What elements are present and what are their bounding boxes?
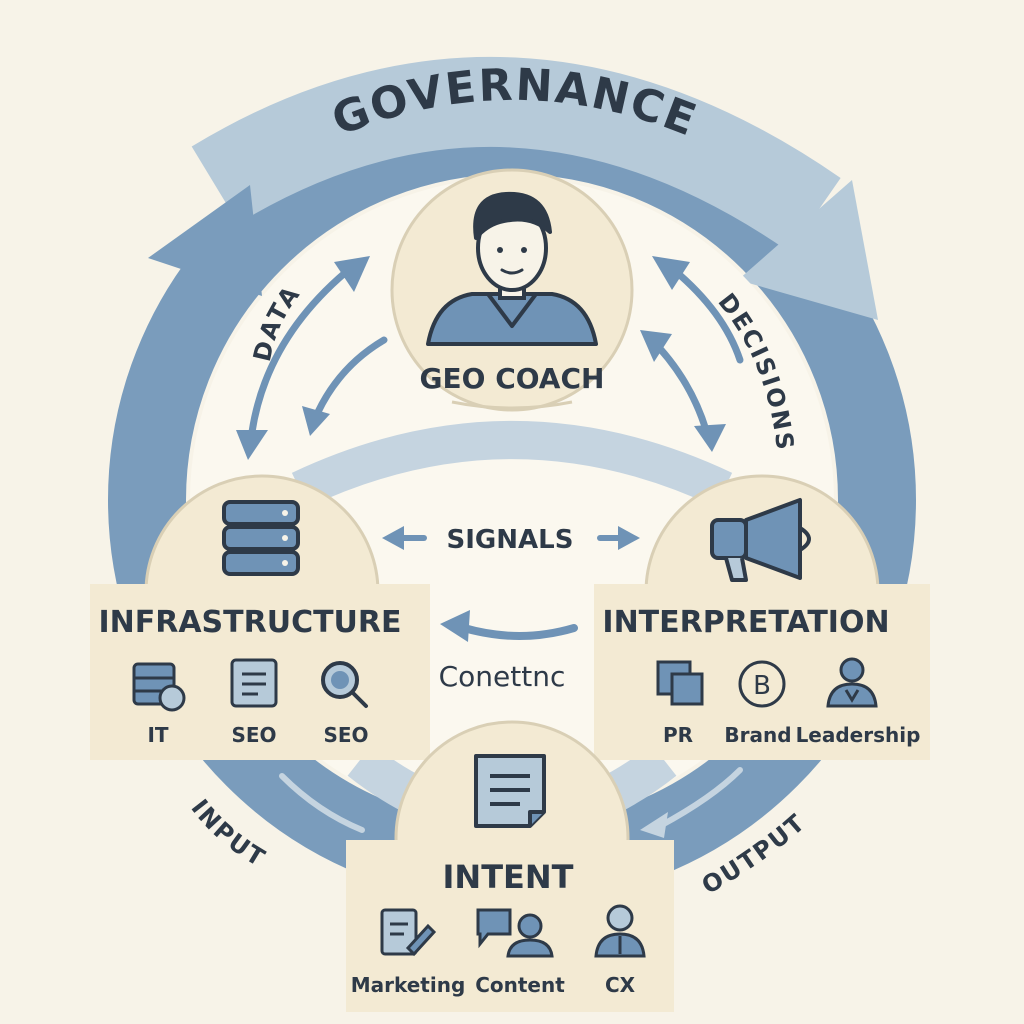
content-flow-arc bbox=[460, 624, 578, 640]
coach-label: GEO COACH bbox=[420, 362, 605, 395]
signals-arrowhead-right bbox=[618, 526, 640, 550]
role-label-cx: CX bbox=[605, 973, 636, 997]
role-label-brand: Brand bbox=[724, 723, 791, 747]
data-arrowhead-up bbox=[334, 256, 370, 292]
megaphone-icon bbox=[710, 498, 811, 582]
governance-arrowhead-right bbox=[738, 180, 878, 320]
document-icon bbox=[230, 658, 278, 708]
output-arrowhead bbox=[640, 812, 668, 838]
server-icon bbox=[222, 500, 300, 576]
output-arc-line bbox=[657, 767, 743, 829]
input-arc-line bbox=[279, 773, 365, 833]
person-icon bbox=[426, 191, 598, 346]
governance-band bbox=[191, 57, 841, 252]
role-label-pr: PR bbox=[663, 723, 693, 747]
data-arrowhead-down-outer bbox=[236, 430, 268, 460]
decisions-arrowhead-up bbox=[652, 256, 690, 290]
decisions-arrowhead-down bbox=[694, 424, 726, 452]
interpretation-panel bbox=[594, 584, 930, 760]
svg-text:B: B bbox=[753, 671, 771, 701]
role-label-leadership: Leadership bbox=[796, 723, 921, 747]
chat-user-icon bbox=[476, 908, 554, 958]
infrastructure-title: INFRASTRUCTURE bbox=[98, 605, 401, 640]
data-arrows bbox=[248, 268, 388, 436]
brand-b-icon: B bbox=[738, 660, 786, 708]
decisions-arrowhead-upper-inner bbox=[640, 330, 672, 362]
pencil-document-icon bbox=[380, 908, 437, 957]
magnifier-icon bbox=[321, 661, 368, 708]
role-label-marketing: Marketing bbox=[351, 973, 466, 997]
role-label-content: Content bbox=[475, 973, 565, 997]
role-label-seo-1: SEO bbox=[231, 723, 276, 747]
flag-icon bbox=[656, 660, 704, 706]
data-arrowhead-down-inner bbox=[302, 406, 330, 436]
user-tie-icon bbox=[594, 904, 646, 958]
content-flow-label: Conettnc bbox=[439, 660, 566, 693]
cycle-arrowhead-left bbox=[148, 185, 262, 296]
signals-arc bbox=[291, 421, 733, 508]
signals-arrowhead-left bbox=[382, 526, 404, 550]
signals-label: SIGNALS bbox=[447, 525, 574, 555]
database-icon bbox=[132, 662, 186, 712]
content-arrowhead bbox=[440, 610, 470, 642]
people-icon bbox=[826, 657, 878, 708]
interpretation-title: INTERPRETATION bbox=[602, 605, 889, 640]
coach-underline bbox=[451, 400, 573, 410]
intent-title: INTENT bbox=[443, 858, 574, 896]
role-label-seo-2: SEO bbox=[323, 723, 368, 747]
document-icon bbox=[474, 754, 546, 828]
role-label-it: IT bbox=[147, 723, 168, 747]
